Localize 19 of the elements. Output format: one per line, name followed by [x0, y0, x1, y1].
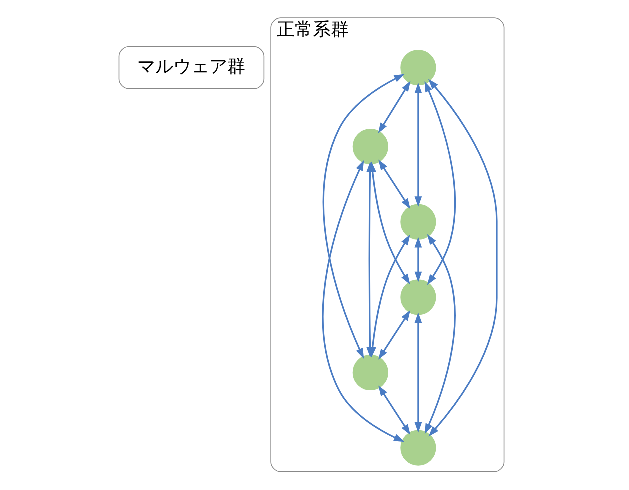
cluster: 正常系群	[270, 18, 504, 472]
node-box: マルウェア群	[118, 46, 264, 90]
node-circle	[400, 280, 436, 316]
arrow	[424, 81, 456, 286]
node-circle	[352, 129, 388, 165]
arrow	[368, 234, 410, 358]
node-circle	[352, 354, 388, 391]
arrow	[378, 310, 410, 360]
arrow	[414, 237, 422, 282]
node-circle	[400, 430, 436, 466]
node-circle	[400, 50, 436, 86]
arrow	[414, 82, 422, 208]
arrow	[378, 386, 410, 436]
arrow	[424, 234, 456, 434]
arrow	[414, 312, 422, 433]
node-circle	[400, 204, 436, 240]
arrow	[378, 81, 410, 134]
arrow	[428, 79, 498, 437]
arrow	[378, 160, 410, 210]
